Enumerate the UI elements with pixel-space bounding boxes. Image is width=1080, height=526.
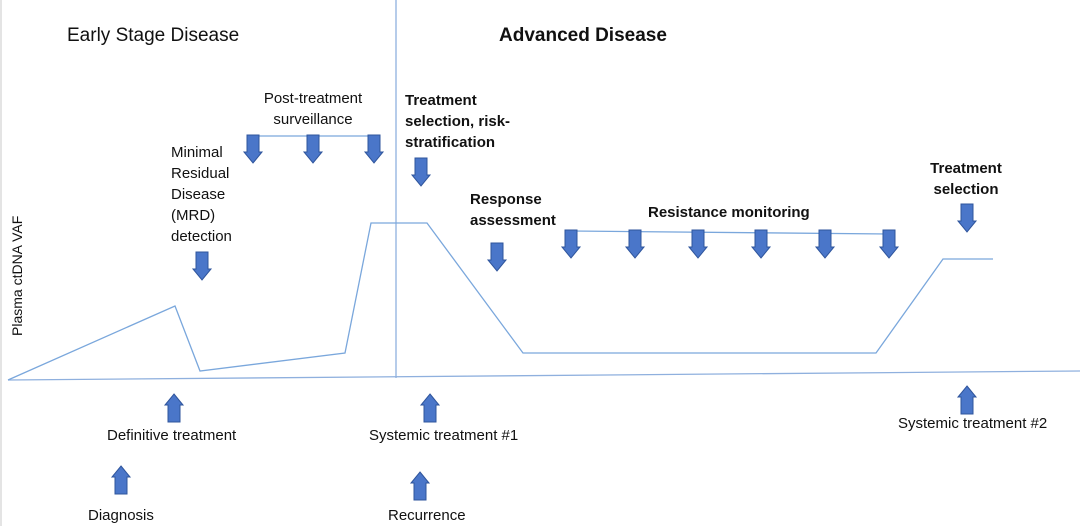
treatment-selection-arrow-down [410,157,432,187]
definitive-treatment-arrow-up [163,393,185,423]
resistance-bracket [570,230,890,235]
surveillance-arrow-down-2 [302,134,324,164]
definitive-treatment-label: Definitive treatment [107,427,237,444]
response-assessment-arrow-down [486,242,508,272]
diagnosis-label: Diagnosis [88,507,154,524]
systemic-treatment-2-label: Systemic treatment #2 [898,415,1048,432]
y-axis-label: Plasma ctDNA VAF [9,215,25,336]
post-treatment-line-2: surveillance [273,111,353,128]
advanced-disease-heading: Advanced Disease [499,25,667,46]
mrd-line-5: detection [171,228,232,245]
treatment-selection-risk-line-2: selection, risk- [405,113,511,130]
response-assessment-label: Response assessment [470,189,556,231]
mrd-label: Minimal Residual Disease (MRD) detection [171,142,232,247]
response-line-1: Response [470,191,542,208]
recurrence-arrow-up [409,471,431,501]
treatment-selection-2-line-2: selection [933,181,999,198]
early-stage-heading: Early Stage Disease [67,25,240,46]
resistance-arrow-down-5 [814,229,836,259]
treatment-selection-risk-line-1: Treatment [405,92,477,109]
treatment-selection-2-arrow-down [956,203,978,233]
treatment-selection-2-line-1: Treatment [930,160,1002,177]
mrd-line-2: Residual [171,165,230,182]
mrd-line-3: Disease [171,186,226,203]
resistance-arrow-down-2 [624,229,646,259]
systemic-treatment-2-arrow-up [956,385,978,415]
ctdna-vaf-trajectory [7,222,993,381]
treatment-selection-risk-label: Treatment selection, risk- stratificatio… [405,90,510,153]
post-treatment-line-1: Post-treatment [263,90,363,107]
treatment-selection-risk-line-3: stratification [405,134,496,151]
surveillance-arrow-down-1 [242,134,264,164]
post-treatment-surveillance-label: Post-treatment surveillance [256,88,370,130]
resistance-arrow-down-4 [750,229,772,259]
surveillance-arrow-down-3 [363,134,385,164]
resistance-arrow-down-1 [560,229,582,259]
resistance-arrow-down-6 [878,229,900,259]
resistance-arrow-down-3 [687,229,709,259]
mrd-arrow-down [191,251,213,281]
diagnosis-arrow-up [110,465,132,495]
arrow-layer [110,134,978,501]
systemic-treatment-1-label: Systemic treatment #1 [369,427,519,444]
time-axis-line [7,370,1080,381]
resistance-monitoring-label: Resistance monitoring [648,204,810,221]
mrd-line-1: Minimal [171,144,223,161]
mrd-line-4: (MRD) [171,207,216,224]
response-line-2: assessment [470,212,556,229]
systemic-treatment-1-arrow-up [419,393,441,423]
recurrence-label: Recurrence [388,507,466,524]
treatment-selection-2-label: Treatment selection [926,158,1006,200]
